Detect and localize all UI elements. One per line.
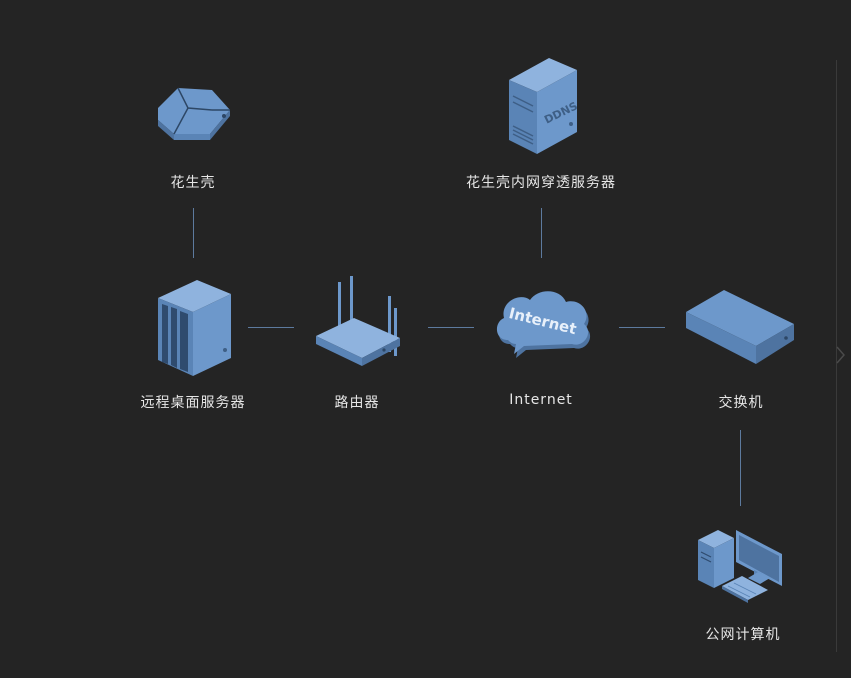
connector-router-to-internet — [428, 327, 474, 328]
ddns-server-label: 花生壳内网穿透服务器 — [466, 175, 616, 191]
desktop-computer-icon — [698, 530, 782, 603]
public-pc-node[interactable] — [696, 524, 788, 606]
public-pc-label: 公网计算机 — [705, 627, 781, 643]
oray-box-label: 花生壳 — [170, 175, 216, 191]
switch-node[interactable] — [684, 288, 796, 368]
network-switch-icon — [686, 290, 794, 364]
connector-oray-to-remote-desktop — [193, 208, 194, 258]
connector-switch-to-public-pc — [740, 430, 741, 506]
right-edge-divider — [836, 60, 837, 652]
oray-box-node[interactable] — [150, 80, 240, 150]
cloud-icon: Internet — [496, 291, 591, 358]
chevron-right-icon[interactable] — [836, 346, 846, 364]
tower-server-icon — [158, 280, 231, 376]
remote-desktop-node[interactable] — [155, 278, 235, 378]
remote-desktop-label: 远程桌面服务器 — [140, 395, 246, 411]
switch-label: 交换机 — [718, 395, 764, 411]
connector-remote-desktop-to-router — [248, 327, 294, 328]
internet-label: Internet — [509, 392, 573, 408]
oray-router-icon — [158, 87, 230, 140]
internet-node[interactable]: Internet — [494, 286, 591, 358]
connector-internet-to-switch — [619, 327, 665, 328]
ddns-server-node[interactable]: DDNS — [505, 56, 580, 156]
router-node[interactable] — [314, 276, 404, 376]
server-icon: DDNS — [509, 58, 580, 154]
connector-ddns-to-internet — [541, 208, 542, 258]
wifi-router-icon — [316, 276, 400, 366]
router-label: 路由器 — [334, 395, 380, 411]
